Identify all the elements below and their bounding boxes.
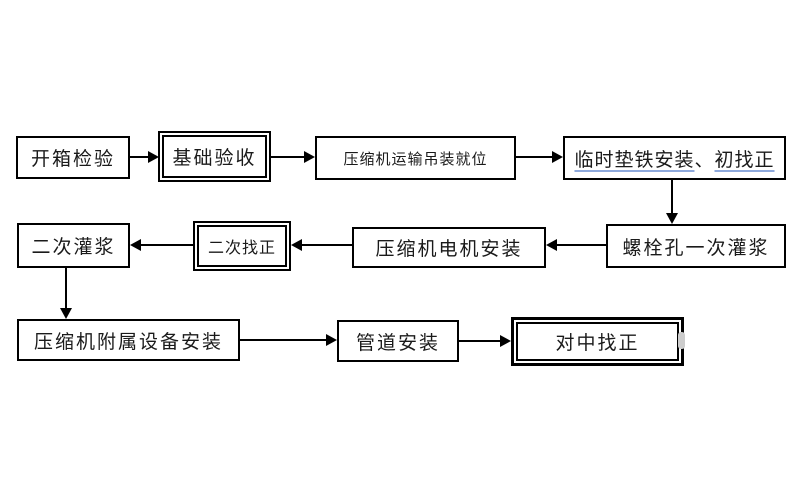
watermark-artifact <box>678 332 685 349</box>
flow-node-foundation-acceptance: 基础验收 <box>158 131 271 182</box>
arrow-line <box>65 268 67 309</box>
flow-node-compressor-motor-install: 压缩机电机安装 <box>352 227 546 268</box>
flow-node-label: 压缩机附属设备安装 <box>33 331 223 353</box>
arrow-line <box>130 156 150 158</box>
flow-node-secondary-alignment: 二次找正 <box>193 221 291 271</box>
flow-node-label: 开箱检验 <box>30 149 115 170</box>
arrow-line <box>557 244 606 246</box>
flow-node-label: 管道安装 <box>355 332 440 354</box>
arrowhead-right-icon <box>326 334 337 346</box>
flow-node-label-underlined: 初找正 <box>714 149 775 171</box>
flow-node-open-box-inspection: 开箱检验 <box>16 136 130 179</box>
arrowhead-left-icon <box>130 239 141 251</box>
flow-node-bolt-hole-first-grouting: 螺栓孔一次灌浆 <box>606 224 786 268</box>
flow-node-label: 对中找正 <box>555 333 640 354</box>
flow-node-centering-alignment: 对中找正 <box>511 317 684 366</box>
arrowhead-right-icon <box>500 335 511 347</box>
flow-node-compressor-transport-hoisting: 压缩机运输吊装就位 <box>315 136 516 180</box>
flow-node-label-separator: 、 <box>694 149 715 171</box>
arrow-line <box>302 244 352 246</box>
arrowhead-left-icon <box>546 239 557 251</box>
arrow-line <box>271 156 305 158</box>
arrowhead-left-icon <box>291 239 302 251</box>
arrowhead-down-icon <box>666 213 678 224</box>
arrowhead-right-icon <box>552 151 563 163</box>
flow-node-label: 二次找正 <box>207 240 276 257</box>
flow-node-temporary-shim-install-initial-alignment: 临时垫铁安装、初找正 <box>563 136 786 180</box>
arrow-line <box>459 340 501 342</box>
flow-node-label: 压缩机电机安装 <box>375 239 523 260</box>
arrowhead-right-icon <box>148 151 159 163</box>
arrow-line <box>516 156 553 158</box>
flow-node-label: 基础验收 <box>172 148 257 169</box>
arrow-line <box>141 244 193 246</box>
arrow-line <box>671 180 673 214</box>
flow-node-label: 二次灌浆 <box>31 237 116 258</box>
arrowhead-down-icon <box>60 308 72 319</box>
arrowhead-right-icon <box>304 151 315 163</box>
flow-node-label: 螺栓孔一次灌浆 <box>622 237 770 259</box>
flow-node-label-underlined: 临时垫铁安装 <box>574 149 695 171</box>
arrow-line <box>240 339 327 341</box>
flow-node-compressor-auxiliary-equipment-install: 压缩机附属设备安装 <box>17 319 240 361</box>
flow-node-label: 压缩机运输吊装就位 <box>343 150 488 168</box>
flow-node-piping-install: 管道安装 <box>337 320 459 362</box>
flow-node-secondary-grouting: 二次灌浆 <box>17 223 130 268</box>
